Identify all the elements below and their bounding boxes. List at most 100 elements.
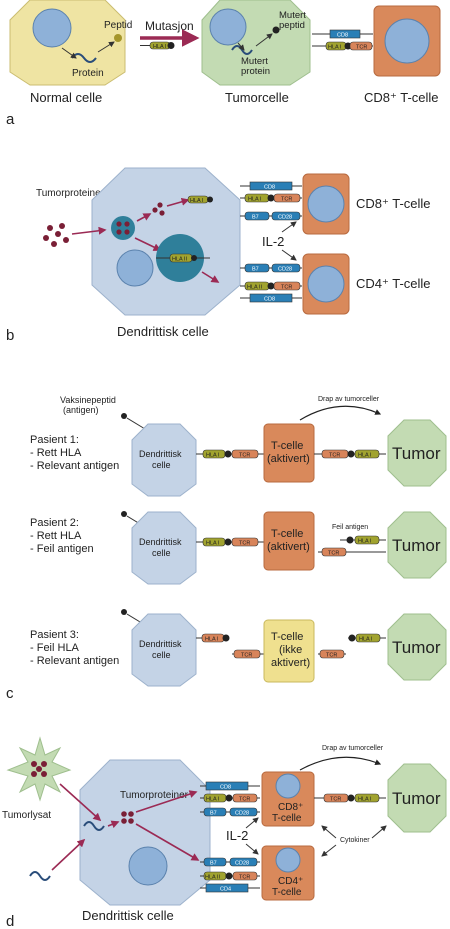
svg-text:B7: B7 [210,861,217,867]
svg-text:HLA II: HLA II [172,257,187,263]
vaccine-dot [121,609,127,615]
normal-cell [9,0,126,86]
endosome [111,216,135,240]
svg-text:HLA I: HLA I [190,198,204,204]
svg-text:HLA I: HLA I [206,797,220,803]
dendritic-label-b: Dendrittisk celle [117,324,209,339]
tcell-label-1: T-celle [271,440,303,452]
tumor-label-d: Tumor [392,789,441,808]
tcell-label-2: (ikke [279,644,302,656]
dendritic-label-2: celle [152,548,171,558]
svg-text:CD8: CD8 [337,33,348,39]
il2-arrow-down-d [245,843,259,855]
hla2-in-dendritic: HLA II [156,253,210,263]
mutated-peptid-dot [272,26,280,34]
panel-c: Vaksinepeptid (antigen) Drap av tumorcel… [6,395,447,702]
peptide-dots [152,202,165,216]
dendritic-cell-c2 [131,511,197,585]
tumor-tcell-synapse-a: CD8 HLA I TCR [312,29,373,51]
vaccine-label-1: Vaksinepeptid [60,395,116,405]
patient-title: Pasient 1: [30,434,79,446]
protein-squiggle-d1 [83,821,105,831]
tcell-label-1: T-celle [271,631,303,643]
hla1-on-normal-cell: HLA I [140,41,175,50]
panel-a: Protein Peptid Normal celle Mutasjon HLA… [6,0,441,128]
protein-dots-d [121,811,134,824]
tumor-label: Tumor [392,444,441,463]
dendritic-cell-c1 [131,423,197,497]
tcell-c1 [263,423,315,483]
patient-line-1: - Rett HLA [30,530,82,542]
dendritic-label-2: celle [152,650,171,660]
cd4-tcell-d-label-2: T-celle [272,887,302,898]
synapse-cd8-b: CD8 HLA I TCR B7 CD28 [240,181,302,221]
arrow-to-nucleus [134,237,162,251]
svg-text:HLA II: HLA II [205,875,220,881]
svg-text:TCR: TCR [239,875,250,881]
tcell-label-1: T-celle [271,528,303,540]
synapse-cd4-d: B7 CD28 HLA II TCR CD4 [200,857,260,893]
lysate-dots [31,761,47,777]
svg-text:TCR: TCR [328,551,339,557]
tumor-protein-dots [43,223,69,247]
svg-text:TCR: TCR [326,653,337,659]
svg-text:CD28: CD28 [235,811,249,817]
tumor-c1 [387,419,447,487]
tumor-cell-label: Tumorcelle [225,90,289,105]
kill-arrow-c [299,405,382,421]
endosome-dots [116,221,130,235]
panel-c-letter: c [6,685,14,702]
cytokine-arrow-up [321,825,337,839]
tumorproteiner-label-d: Tumorproteiner [120,790,189,801]
svg-text:CD28: CD28 [278,267,292,273]
svg-text:HLA I: HLA I [206,453,220,459]
tumor-d [387,763,447,833]
vaccine-dot [121,511,127,517]
cd8-tcell-nucleus [384,18,430,64]
patient-line-1: - Rett HLA [30,447,82,459]
arrow-to-upper-synapse [135,790,198,813]
tumorproteiner-label: Tumorproteiner [36,188,105,199]
tcr-tag [231,449,259,459]
il2-arrow-up-d [245,817,259,829]
svg-text:HLA I: HLA I [358,453,372,459]
il2-label-b: IL-2 [262,234,284,249]
cd8-tcell-d-label-2: T-celle [272,813,302,824]
svg-text:CD28: CD28 [235,861,249,867]
mutated-protein-label-2: protein [241,66,270,77]
arrow-to-lower-synapse [135,823,200,861]
arrow-to-dots-d [107,820,120,829]
peptid-dot [114,34,122,42]
cd8-tcell-b-nucleus [307,185,345,223]
tumor-c3 [387,613,447,681]
panel-a-letter: a [6,111,15,128]
panel-d: Tumorlysat Tumorproteiner Dendrittisk ce… [2,736,447,929]
svg-text:B7: B7 [252,215,259,221]
arrow-uptake [71,226,107,235]
arrow-to-peptides [136,213,152,222]
svg-text:CD8: CD8 [264,297,275,303]
kill-label-d: Drap av tumorceller [322,745,384,752]
svg-text:CD4: CD4 [220,887,231,893]
protein-squiggle-d2 [29,871,51,881]
svg-text:B7: B7 [210,811,217,817]
panel-b-letter: b [6,327,14,344]
svg-text:HLA I: HLA I [205,637,219,643]
peptid-label: Peptid [104,20,132,31]
patient-title: Pasient 3: [30,629,79,641]
cd4-tcell-b-nucleus [307,265,345,303]
cd8-tcell-label: CD8⁺ T-celle [364,90,439,105]
arrow-protein-to-dc [51,838,86,871]
tcell-label-2: (aktivert) [267,541,310,553]
panel-b: Tumorproteiner HLA I HLA II [6,167,431,344]
svg-text:TCR: TCR [239,453,250,459]
vaccine-dot [121,413,127,419]
tcell-c3-inactive [263,619,315,683]
svg-text:HLA I: HLA I [358,797,372,803]
tcell-label-2: (aktivert) [267,453,310,465]
patient-title: Pasient 2: [30,517,79,529]
svg-text:TCR: TCR [329,453,340,459]
svg-text:CD28: CD28 [278,215,292,221]
cytokine-arrow-down [321,844,337,857]
